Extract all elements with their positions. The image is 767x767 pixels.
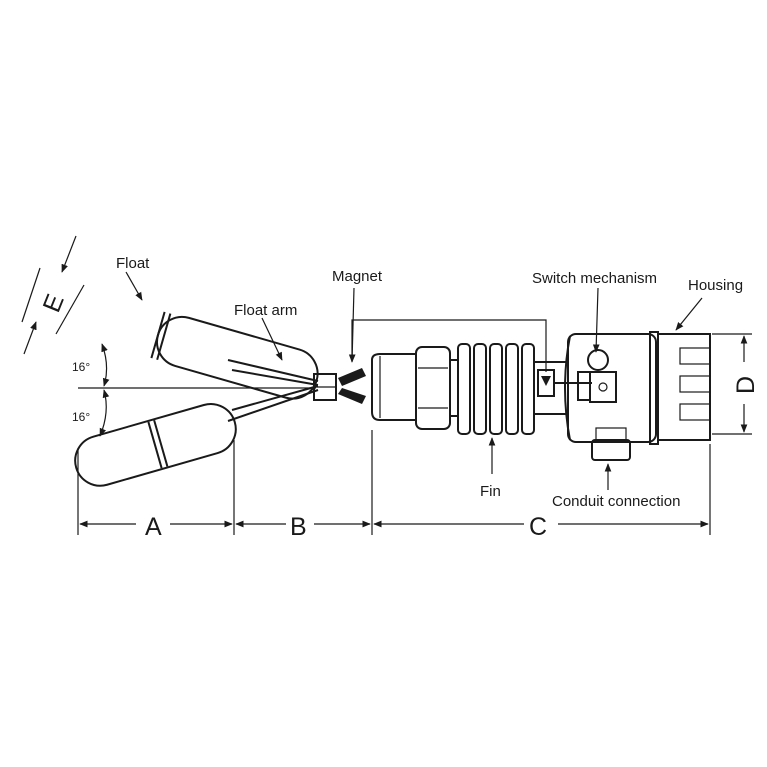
label-fin: Fin: [480, 483, 501, 500]
float-arms: [78, 359, 319, 422]
angle-lower-label: 16°: [72, 410, 90, 424]
threaded-nipple: [371, 353, 417, 535]
leaders: [125, 271, 703, 490]
dimension-d-label: D: [732, 376, 760, 394]
magnet-bracket: [351, 319, 547, 372]
dimension-a-label: A: [145, 513, 162, 541]
dimension-a-b-c: [77, 440, 711, 535]
magnets: [338, 368, 366, 404]
angle-upper-label: 16°: [72, 360, 90, 374]
hex-nut: [415, 346, 451, 430]
label-float: Float: [116, 255, 150, 272]
pivot-block: [313, 373, 337, 401]
housing: [564, 331, 711, 445]
dimension-c-label: C: [529, 513, 547, 541]
dimension-b-label: B: [290, 513, 307, 541]
label-magnet: Magnet: [332, 268, 383, 285]
label-float-arm: Float arm: [234, 302, 297, 319]
upper-float: [150, 311, 319, 400]
dimension-d: [712, 333, 752, 435]
switch-mechanism: [537, 349, 617, 403]
dimension-e-label: E: [38, 290, 70, 316]
lower-float: [74, 403, 237, 487]
conduit-connection: [591, 427, 631, 461]
dimension-e: [21, 235, 85, 355]
angle-arcs: [99, 343, 110, 437]
fin-assembly: [449, 343, 569, 435]
label-housing: Housing: [688, 277, 743, 294]
label-switch-mechanism: Switch mechanism: [532, 270, 657, 287]
label-conduit-connection: Conduit connection: [552, 493, 680, 510]
